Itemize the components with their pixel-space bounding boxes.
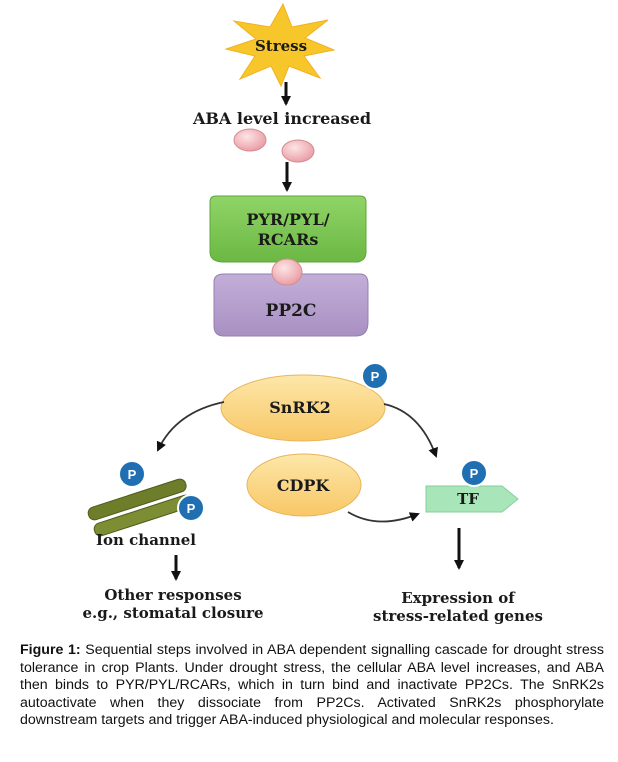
expression-line2: stress-related genes bbox=[373, 607, 543, 625]
phosphate-badge bbox=[118, 460, 146, 488]
cdpk-label: CDPK bbox=[277, 476, 331, 495]
snrk2-node bbox=[220, 374, 386, 442]
cdpk-node bbox=[246, 453, 362, 517]
other-responses-line1: Other responses bbox=[104, 586, 241, 604]
arrow-snrk2-to-tf bbox=[383, 403, 438, 458]
phosphate-label: P bbox=[470, 466, 479, 481]
other-responses-line2: e.g., stomatal closure bbox=[82, 604, 263, 622]
caption-text: Sequential steps involved in ABA depende… bbox=[20, 642, 604, 729]
expression-line1: Expression of bbox=[401, 589, 516, 607]
caption-label: Figure 1: bbox=[20, 642, 81, 658]
stress-label: Stress bbox=[255, 37, 307, 55]
receptor-label-line2: RCARs bbox=[258, 230, 319, 249]
tf-node bbox=[425, 485, 519, 513]
receptor-box bbox=[209, 195, 367, 263]
pp2c-label: PP2C bbox=[266, 301, 317, 321]
aba-molecule-bound bbox=[271, 258, 303, 286]
receptor-label-line1: PYR/PYL/ bbox=[246, 210, 329, 229]
figure-caption: Figure 1: Sequential steps involved in A… bbox=[20, 642, 604, 730]
tf-label: TF bbox=[457, 490, 479, 508]
aba-molecule bbox=[281, 139, 315, 163]
aba-molecule bbox=[233, 128, 267, 152]
arrow-snrk2-to-ion-channel bbox=[156, 401, 225, 452]
phosphate-badge bbox=[361, 362, 389, 390]
snrk2-label: SnRK2 bbox=[269, 398, 331, 417]
signalling-diagram: Stress ABA level increased PYR/PYL/ RCAR… bbox=[82, 2, 543, 625]
phosphate-label: P bbox=[128, 467, 137, 482]
phosphate-label: P bbox=[371, 369, 380, 384]
aba-level-label: ABA level increased bbox=[192, 109, 371, 128]
pp2c-box bbox=[213, 273, 369, 337]
phosphate-badge bbox=[177, 494, 205, 522]
stress-starburst bbox=[224, 2, 336, 88]
arrow-cdpk-to-tf bbox=[347, 511, 420, 523]
phosphate-badge bbox=[460, 459, 488, 487]
phosphate-label: P bbox=[187, 501, 196, 516]
ion-channel-label: Ion channel bbox=[96, 531, 196, 549]
